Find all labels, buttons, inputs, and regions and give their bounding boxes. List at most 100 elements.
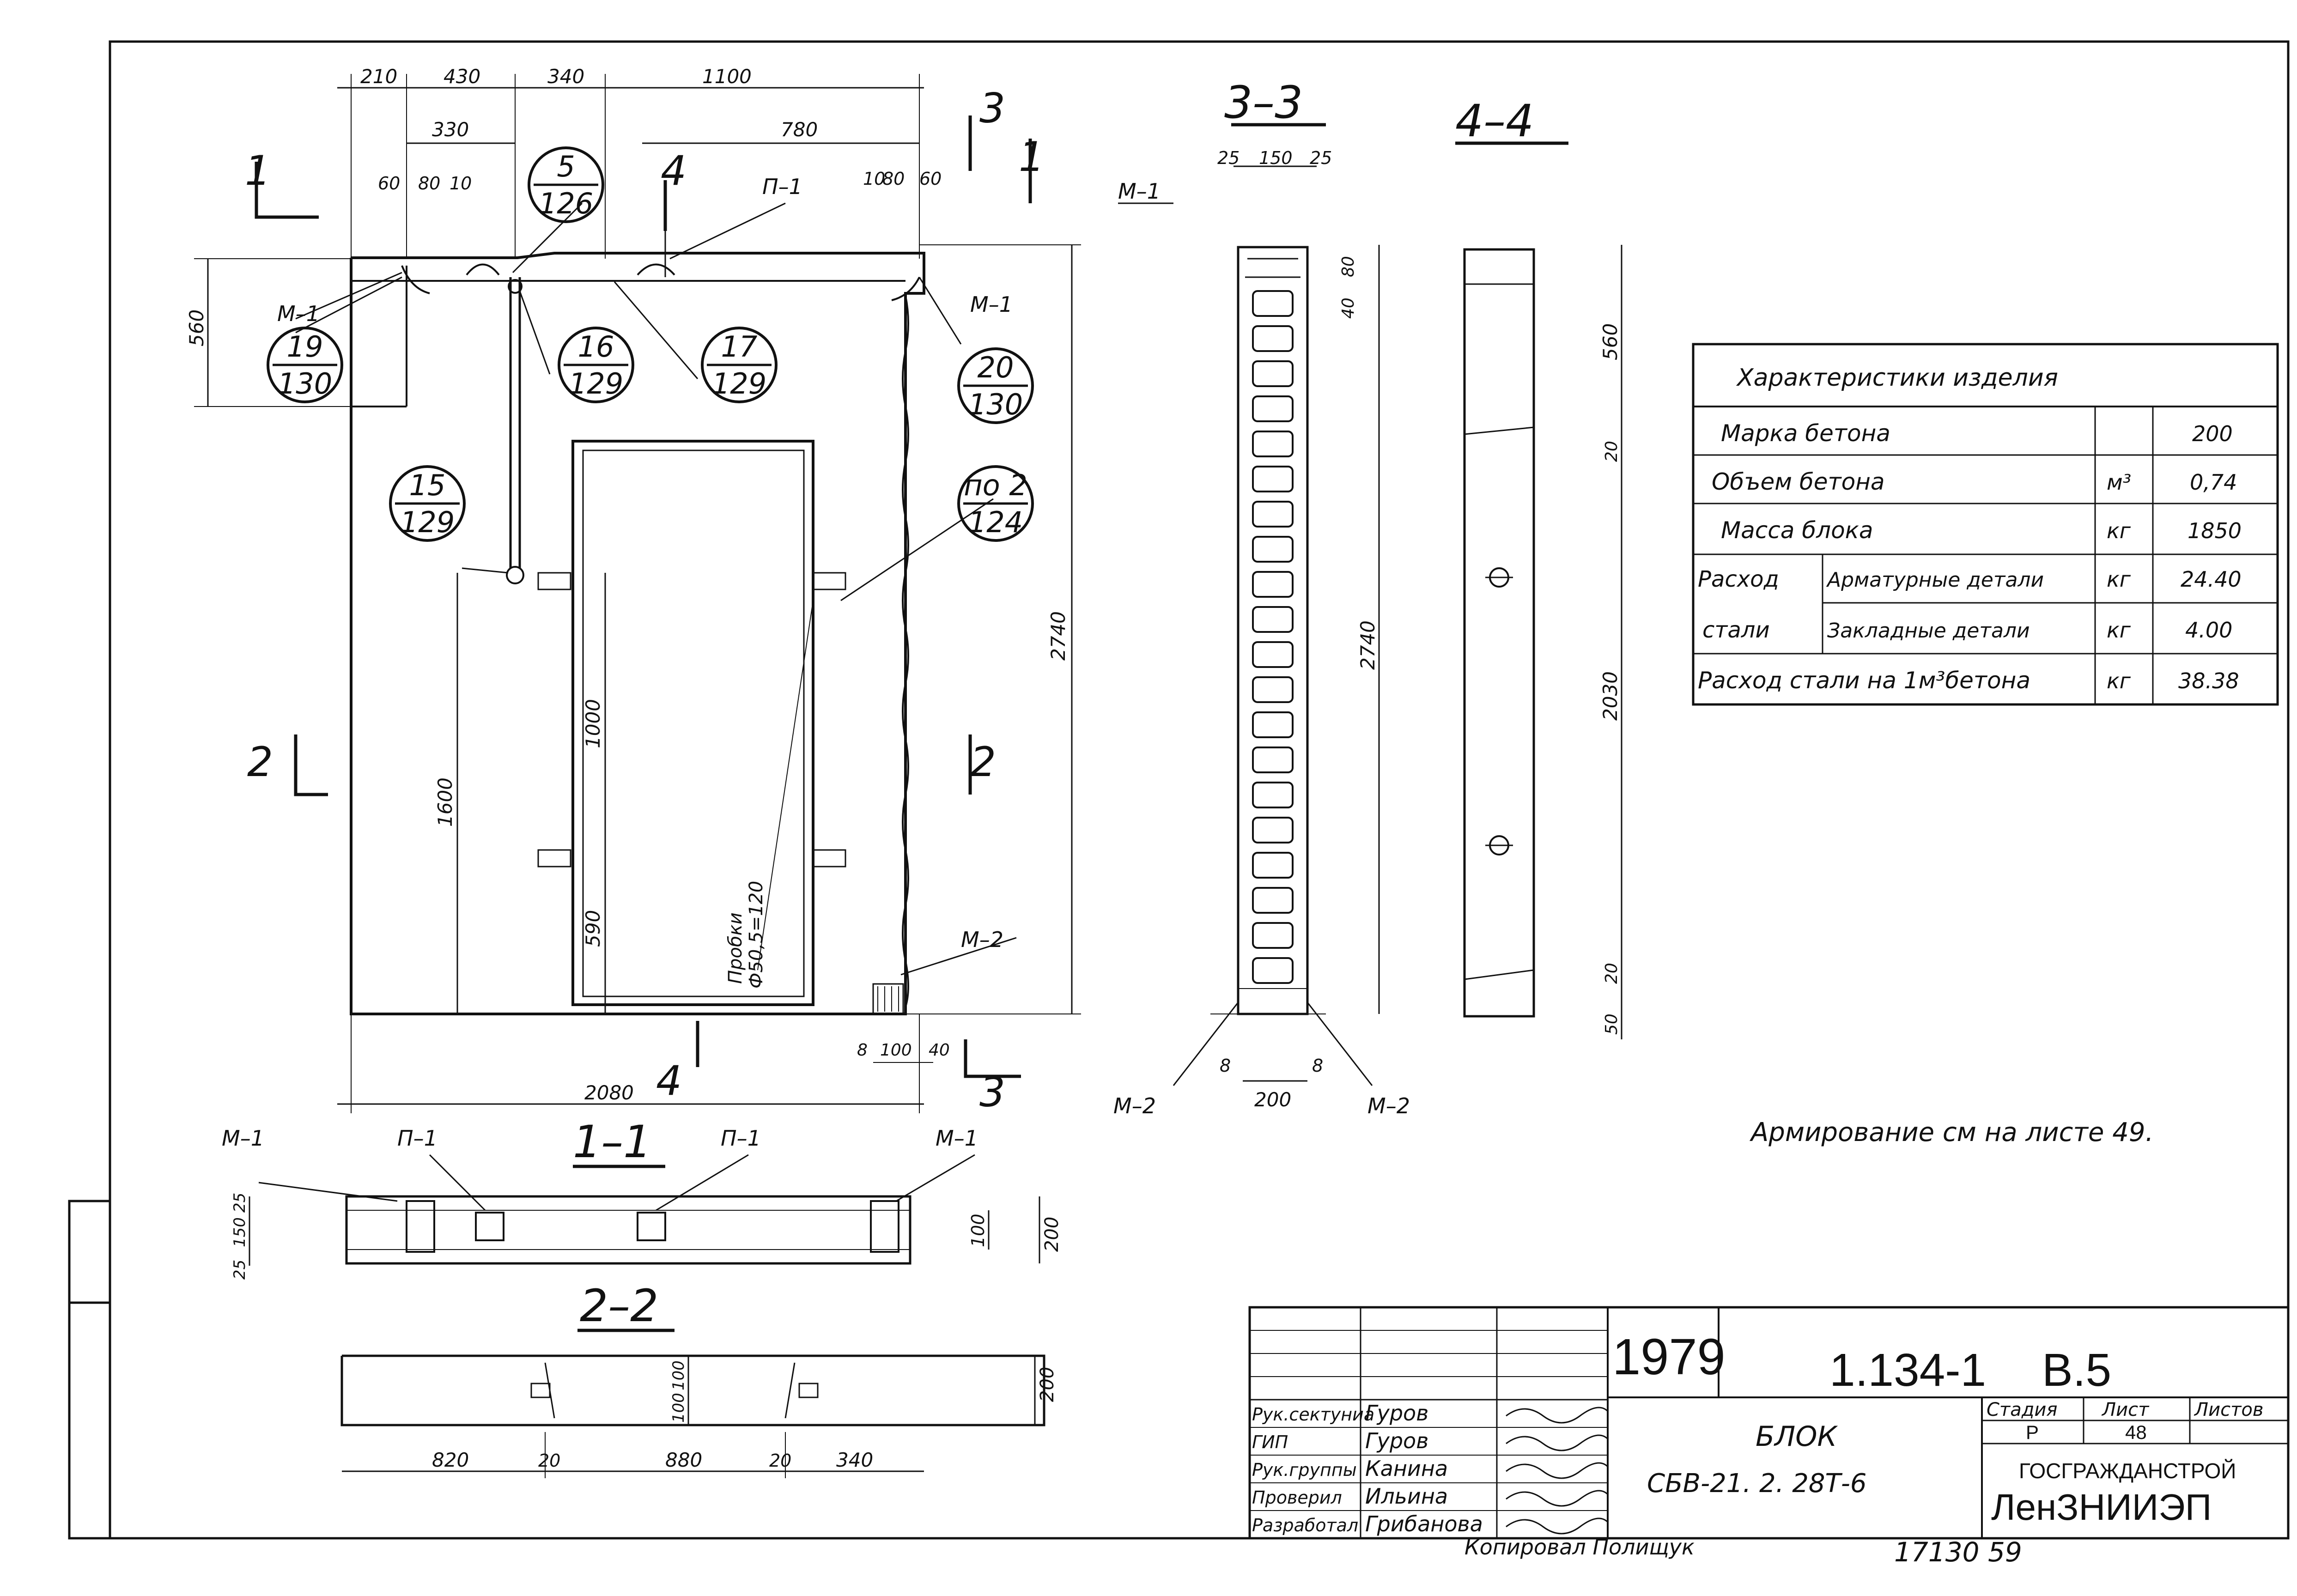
s11-dim-150: 150 [231, 1217, 249, 1247]
title-mark: СБВ-21. 2. 28Т-6 [1647, 1469, 1867, 1499]
char-row-0-value: 200 [2192, 421, 2233, 446]
callout-3-top: 17 [721, 330, 758, 364]
title-block [1248, 1306, 2290, 1540]
tooth-3 [1252, 395, 1294, 422]
cut-mark-2-left: 2 [247, 738, 273, 786]
dim-780: 780 [781, 118, 818, 141]
s22-dim-20-left: 20 [538, 1450, 560, 1471]
label-m1-s33: М–1 [1118, 179, 1161, 204]
title-sheet-label: Лист [2101, 1399, 2150, 1420]
section-4-4-title: 4–4 [1455, 95, 1534, 147]
char-row-2-label: Масса блока [1721, 517, 1873, 544]
s33-dim-200: 200 [1254, 1088, 1291, 1111]
label-m1-s11-left: М–1 [222, 1126, 264, 1151]
section-1-1 [249, 1154, 1040, 1266]
char-row-1-unit: м³ [2107, 470, 2131, 495]
title-issue: В.5 [2042, 1344, 2111, 1396]
s22-dim-340: 340 [836, 1449, 873, 1471]
char-row-0-label: Марка бетона [1721, 420, 1890, 447]
tooth-0 [1252, 290, 1294, 317]
signer-2: Канина [1365, 1456, 1448, 1481]
cut-mark-4-bottom: 4 [656, 1057, 682, 1104]
s22-dim-100-top: 100 [669, 1360, 688, 1390]
dim-210: 210 [360, 65, 397, 88]
dim-8: 8 [857, 1041, 868, 1060]
char-row-3-value: 24.40 [2181, 567, 2242, 592]
tooth-10 [1252, 641, 1294, 668]
section-2-2-title: 2–2 [580, 1280, 658, 1332]
callout-6-top: по 2 [964, 468, 1027, 502]
label-m1-s11-right: М–1 [936, 1126, 978, 1151]
tooth-6 [1252, 501, 1294, 528]
tooth-16 [1252, 852, 1294, 879]
front-elevation [194, 74, 1081, 1113]
callout-1-bottom: 130 [278, 367, 332, 401]
dim-100: 100 [880, 1041, 912, 1060]
char-row-4-label: Закладные детали [1827, 619, 2030, 643]
s33-dim-25-right: 25 [1310, 148, 1332, 168]
callout-2-top: 16 [578, 330, 614, 364]
signature-1 [1506, 1434, 1609, 1451]
label-plugs-dim: Ф50,5=120 [746, 881, 767, 989]
title-name: БЛОК [1756, 1420, 1838, 1453]
s22-dim-880: 880 [665, 1449, 702, 1471]
characteristics-title: Характеристики изделия [1736, 364, 2058, 392]
section-3-3-teeth [1252, 290, 1294, 984]
char-row-2-unit: кг [2107, 518, 2131, 543]
cut-mark-1-left: 1 [245, 147, 271, 194]
callout-6-bottom: 124 [968, 505, 1023, 539]
signature-2 [1506, 1462, 1609, 1479]
title-year: 1979 [1612, 1329, 1726, 1385]
signature-4 [1506, 1517, 1609, 1535]
dim-60-left: 60 [378, 173, 400, 194]
char-row-5-label: Расход стали на 1м³бетона [1698, 667, 2030, 694]
s44-dim-20-bottom: 20 [1602, 963, 1621, 984]
copied-by: Копировал Полищук [1464, 1535, 1695, 1560]
dim-2740: 2740 [1047, 611, 1070, 661]
tooth-9 [1252, 606, 1294, 633]
s22-dim-820: 820 [432, 1449, 469, 1471]
role-1: ГИП [1252, 1432, 1288, 1452]
s33-dim-150: 150 [1259, 148, 1293, 168]
label-m2-elevation: М–2 [961, 927, 1003, 952]
char-row-1-label: Объем бетона [1712, 468, 1885, 495]
tooth-18 [1252, 922, 1294, 949]
title-org1: ГОСГРАЖДАНСТРОЙ [2019, 1459, 2236, 1483]
title-org2: ЛенЗНИИЭП [1991, 1487, 2212, 1528]
callout-5-top: 15 [409, 468, 446, 502]
tooth-11 [1252, 676, 1294, 703]
s44-dim-560: 560 [1599, 323, 1622, 360]
callout-5-bottom: 129 [400, 505, 455, 539]
role-3: Проверил [1252, 1487, 1342, 1508]
dim-2080: 2080 [584, 1081, 634, 1104]
s44-dim-50: 50 [1602, 1013, 1621, 1035]
tooth-15 [1252, 817, 1294, 844]
char-row-1-value: 0,74 [2190, 470, 2237, 495]
label-m1-right: М–1 [970, 292, 1013, 317]
cut-mark-4-top: 4 [661, 147, 687, 194]
section-1-1-title: 1–1 [573, 1116, 651, 1168]
tooth-19 [1252, 957, 1294, 984]
signer-3: Ильина [1365, 1484, 1448, 1509]
role-2: Рук.группы [1252, 1460, 1357, 1480]
callout-1-top: 19 [287, 330, 323, 364]
role-4: Разработал [1252, 1515, 1358, 1535]
tooth-8 [1252, 571, 1294, 598]
s33-dim-8-right: 8 [1312, 1056, 1323, 1076]
sheet-frame [109, 40, 2290, 1540]
inventory-number: 17130 59 [1894, 1536, 2022, 1568]
char-row-4-unit: кг [2107, 618, 2131, 643]
tooth-2 [1252, 360, 1294, 387]
s33-dim-80: 80 [1339, 256, 1358, 277]
tooth-1 [1252, 325, 1294, 352]
s11-dim-200: 200 [1041, 1217, 1063, 1252]
tooth-5 [1252, 466, 1294, 492]
dim-10-right: 10 [863, 169, 885, 189]
s11-dim-25-top: 25 [231, 1193, 249, 1213]
title-sheets-label: Листов [2194, 1399, 2263, 1420]
